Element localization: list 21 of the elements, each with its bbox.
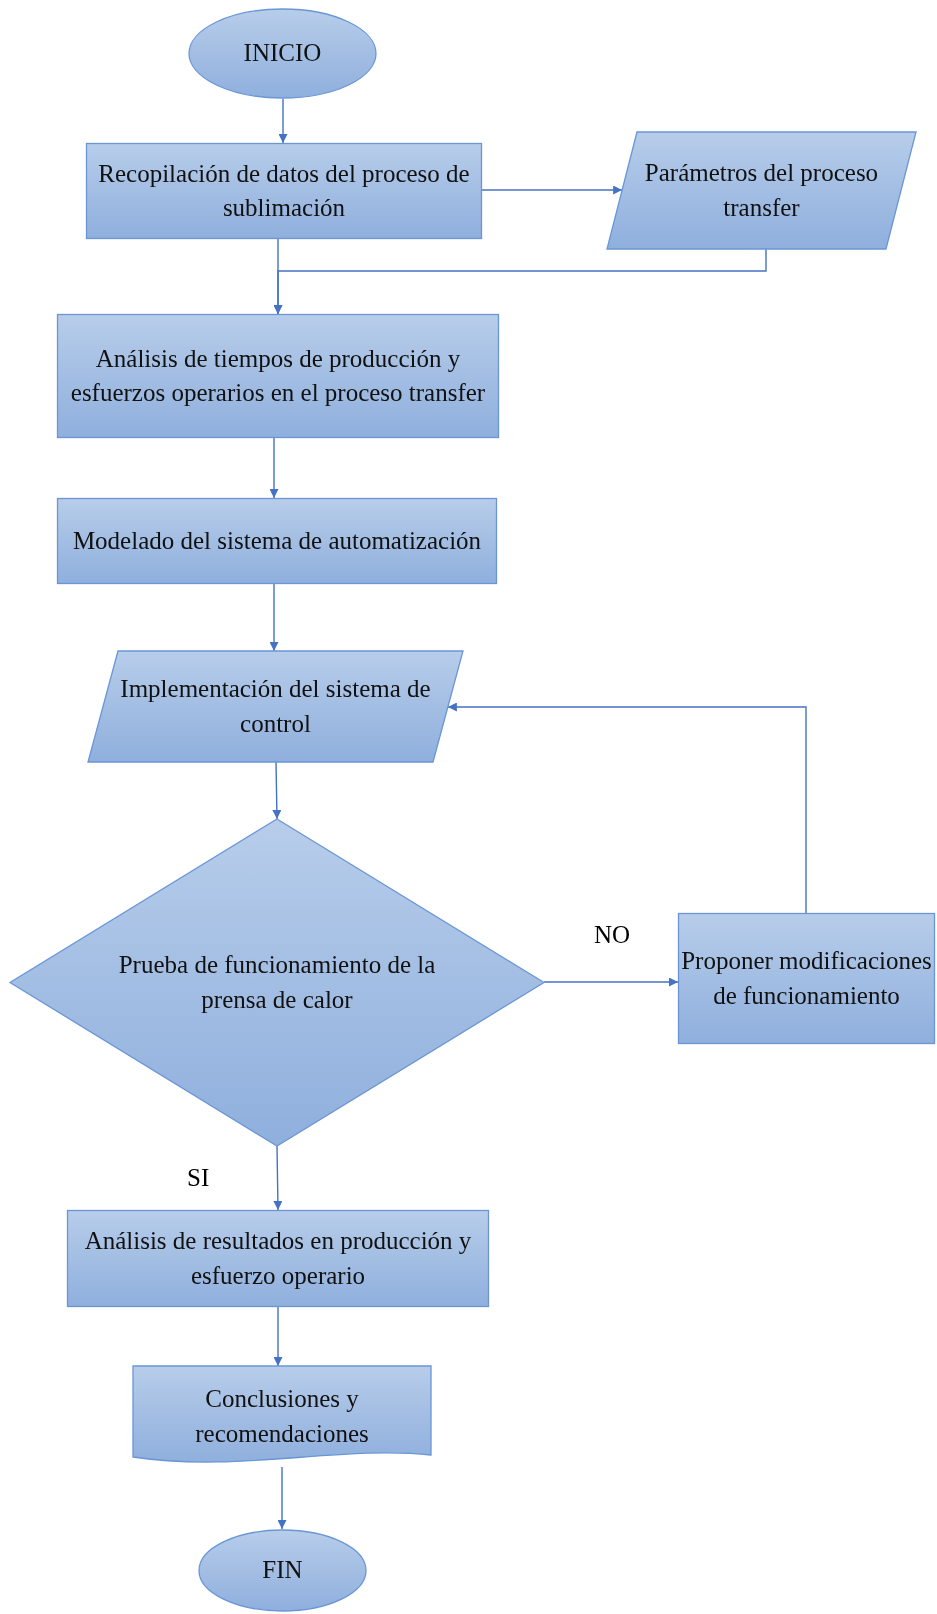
arrow bbox=[543, 977, 679, 987]
arrow bbox=[273, 1145, 283, 1211]
data-parallelogram: Implementación del sistema de control bbox=[88, 651, 463, 762]
terminal-ellipse: INICIO bbox=[188, 8, 377, 99]
process-box: Análisis de tiempos de producción y esfuerzos operarios en el proceso transfer bbox=[57, 314, 499, 438]
data-parallelogram: Parámetros del proceso transfer bbox=[607, 132, 916, 249]
arrow bbox=[447, 702, 807, 914]
decision-diamond: Prueba de funcionamiento de la prensa de calor bbox=[10, 819, 544, 1146]
arrow bbox=[269, 583, 279, 652]
arrow bbox=[277, 1466, 287, 1530]
process-box: Recopilación de datos del proceso de sublimación bbox=[86, 143, 482, 239]
arrow bbox=[481, 185, 623, 195]
arrow bbox=[278, 98, 288, 144]
process-box: Modelado del sistema de automatización bbox=[57, 498, 497, 584]
process-box: Análisis de resultados en producción y esfuerzo operario bbox=[67, 1210, 489, 1307]
process-box: Proponer modificaciones de funcionamiento bbox=[678, 913, 935, 1044]
terminal-ellipse: FIN bbox=[198, 1529, 367, 1612]
arrow bbox=[273, 248, 767, 315]
arrow bbox=[273, 1306, 283, 1367]
arrow bbox=[272, 761, 282, 820]
arrow bbox=[269, 437, 279, 499]
